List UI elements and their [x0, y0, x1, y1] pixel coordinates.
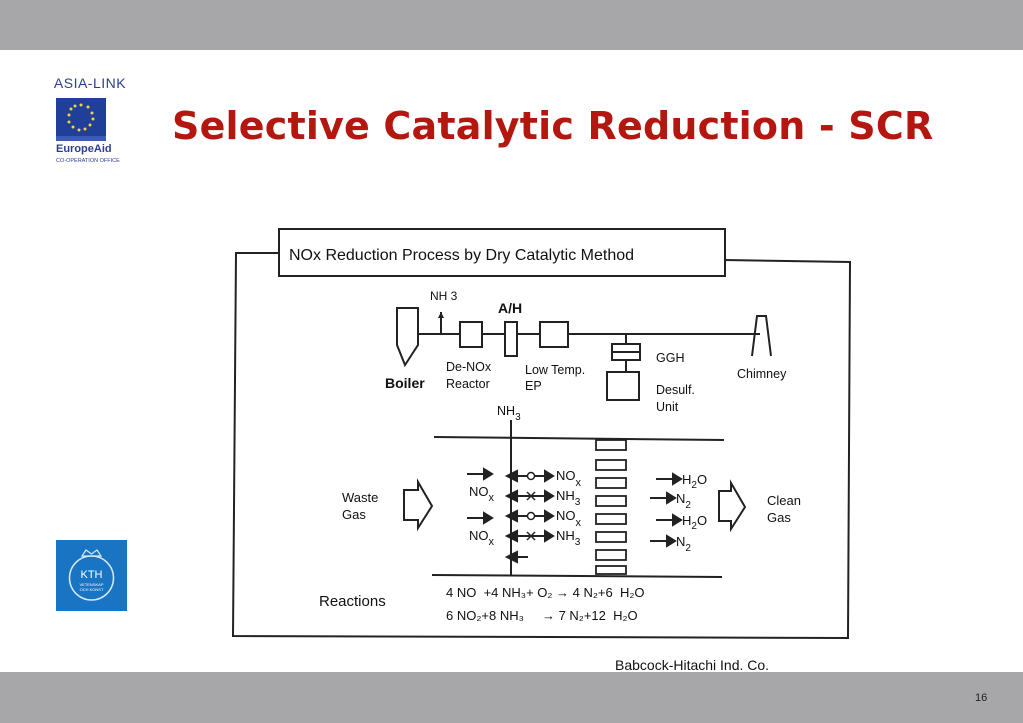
eu-stars-icon [67, 103, 95, 132]
top-band [0, 0, 1023, 50]
clean-gas-arrow-icon [718, 479, 747, 533]
low-temp-ep-box [539, 321, 569, 348]
boiler-label: Boiler [385, 375, 425, 391]
ggh-box-lower [611, 351, 641, 361]
duct-top-wall [433, 436, 725, 441]
page-number: 16 [975, 692, 988, 704]
nox-inner-1: NOx [556, 468, 582, 489]
desulf-unit-box [606, 371, 640, 401]
n2-product-1: N2 [676, 491, 691, 511]
duct-bottom-wall [431, 574, 723, 578]
cooperation-office-text: CO-OPERATION OFFICE [56, 158, 120, 164]
nox-left-1: NOx [469, 484, 495, 504]
heading-box [278, 228, 726, 277]
ggh-box-upper [611, 343, 641, 353]
asia-link-text: ASIA-LINK [54, 75, 126, 91]
lowtemp-label-1: Low Temp. [525, 363, 585, 377]
chimney-shape [751, 315, 772, 357]
nh3-inner-1: NH3 [556, 488, 581, 508]
denox-reactor-box [459, 321, 483, 348]
reactions-label: Reactions [319, 593, 386, 610]
nh3-inner-2: NH3 [556, 528, 581, 548]
diagram-heading: NOx Reduction Process by Dry Catalytic M… [289, 247, 634, 264]
lowtemp-label-2: EP [525, 379, 542, 393]
diagram-frame [231, 252, 852, 640]
reaction-equation-1: 4 NO +4 NH₃+ O₂ → 4 N₂+6 H₂O [446, 585, 645, 600]
clean-gas-label-2: Gas [767, 510, 791, 525]
denox-label-1: De-NOx [446, 360, 492, 374]
boiler-shape [396, 307, 419, 368]
reaction-equation-2: 6 NO₂+8 NH₃ → 7 N₂+12 H₂O [446, 608, 638, 623]
kth-sub1: VETENSKAP [79, 582, 103, 587]
bottom-band [0, 672, 1023, 723]
ah-label: A/H [498, 300, 522, 316]
asia-link-logo: ASIA-LINK EuropeAid CO-OPERATION OFFICE [42, 72, 138, 172]
europeaid-text: EuropeAid [56, 143, 112, 155]
nh3-top-label: NH 3 [430, 289, 458, 303]
catalyst-bed [595, 439, 627, 575]
slide-title: Selective Catalytic Reduction - SCR [172, 104, 934, 148]
h2o-product-1: H2O [682, 472, 707, 491]
kth-logo: KTH VETENSKAP OCH KONST [56, 540, 127, 611]
air-heater-box [504, 321, 518, 357]
ggh-label: GGH [656, 351, 684, 365]
nox-left-2: NOx [469, 528, 495, 548]
source-credit: Babcock-Hitachi Ind. Co. [615, 657, 769, 673]
clean-gas-label-1: Clean [767, 493, 801, 508]
n2-product-2: N2 [676, 534, 691, 554]
crown-icon [80, 549, 103, 557]
reactor-nh3-label: NH3 [497, 404, 521, 423]
waste-gas-arrow-icon [403, 478, 434, 532]
chimney-label: Chimney [737, 367, 787, 381]
desulf-label-1: Desulf. [656, 383, 695, 397]
kth-sub2: OCH KONST [80, 587, 104, 592]
h2o-product-2: H2O [682, 513, 707, 532]
waste-gas-label-2: Gas [342, 507, 366, 522]
waste-gas-label-1: Waste [342, 490, 378, 505]
desulf-label-2: Unit [656, 400, 679, 414]
nox-inner-2: NOx [556, 508, 582, 529]
denox-label-2: Reactor [446, 377, 490, 391]
kth-text: KTH [81, 569, 103, 581]
